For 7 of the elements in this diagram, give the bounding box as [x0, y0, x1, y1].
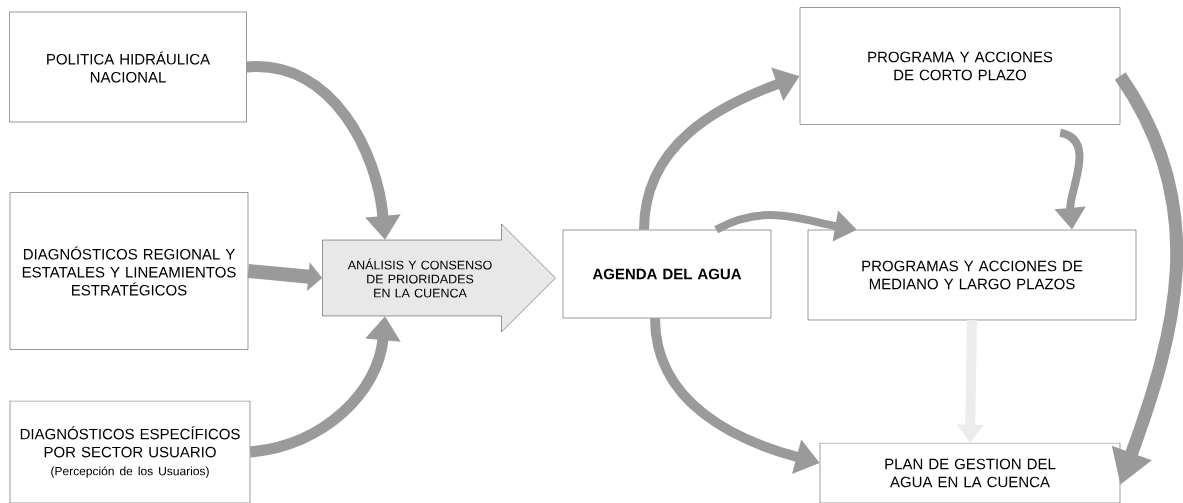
- process-box: AGENDA DEL AGUA: [562, 229, 772, 319]
- process-box: PROGRAMA Y ACCIONES DE CORTO PLAZO: [799, 7, 1121, 125]
- process-box: DIAGNÓSTICOS REGIONAL Y ESTATALES Y LINEAMIENTOS ESTRATÉGICOS: [9, 192, 249, 350]
- process-box: POLITICA HIDRÁULICA NACIONAL: [9, 11, 247, 123]
- process-box: PLAN DE GESTION DEL AGUA EN LA CUENCA: [819, 442, 1121, 503]
- process-box: PROGRAMAS Y ACCIONES DE MEDIANO Y LARGO PLAZOS: [807, 229, 1137, 321]
- process-box: DIAGNÓSTICOS ESPECÍFICOS POR SECTOR USUARIO (Percepción de los Usuarios): [9, 400, 251, 503]
